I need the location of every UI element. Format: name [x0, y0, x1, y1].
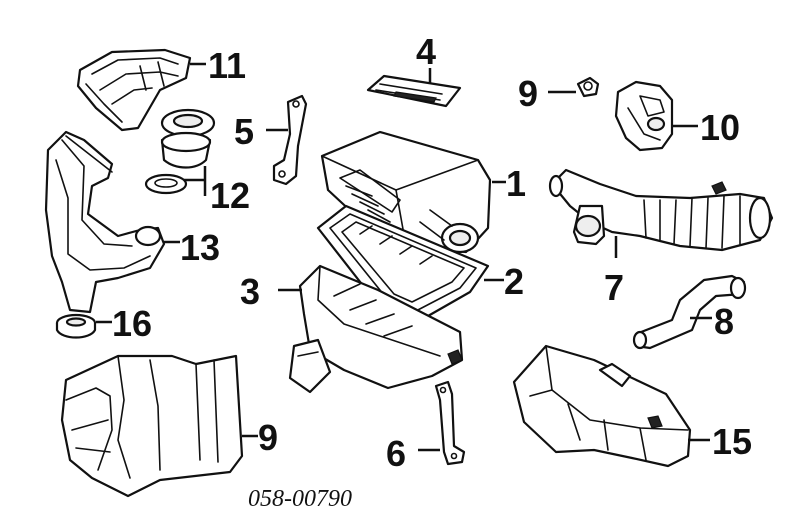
callout-4: 4 [416, 31, 436, 72]
part-15-resonator-chamber[interactable] [512, 344, 692, 468]
part-12-intake-duct[interactable] [76, 48, 192, 132]
part-6-bracket[interactable] [434, 380, 466, 466]
callout-2: 2 [504, 261, 524, 302]
part-16-grommet[interactable] [55, 313, 97, 339]
callout-8: 8 [714, 301, 734, 342]
callout-9: 9 [518, 73, 538, 114]
callout-3: 3 [240, 271, 260, 312]
callout-6: 6 [386, 433, 406, 474]
part-4-label[interactable] [366, 74, 462, 108]
callout-1: 1 [506, 163, 526, 204]
part-13-intake-tube[interactable] [44, 130, 166, 314]
callout-13: 13 [180, 227, 220, 268]
part-9-clip[interactable] [576, 76, 600, 98]
callout-12: 11 [208, 45, 246, 86]
part-3-housing-base[interactable] [288, 264, 464, 394]
part-8-breather-tube[interactable] [632, 274, 747, 350]
part-14-resonator-chamber[interactable] [60, 354, 244, 498]
part-10-resonator-boot[interactable] [614, 80, 674, 152]
part-1-housing-cover[interactable] [320, 130, 492, 254]
callout-11: 12 [210, 175, 250, 216]
callout-14: 9 [258, 417, 278, 458]
callout-7: 7 [604, 267, 624, 308]
callout-15: 15 [712, 421, 752, 462]
part-11-grommet-rings[interactable] [144, 108, 216, 195]
part-5-bracket[interactable] [272, 94, 308, 186]
callout-10: 10 [700, 107, 740, 148]
diagram-code: 058-00790 [248, 486, 352, 512]
callout-16: 16 [112, 303, 152, 344]
callout-5: 5 [234, 111, 254, 152]
part-7-intake-hose[interactable] [548, 168, 774, 252]
